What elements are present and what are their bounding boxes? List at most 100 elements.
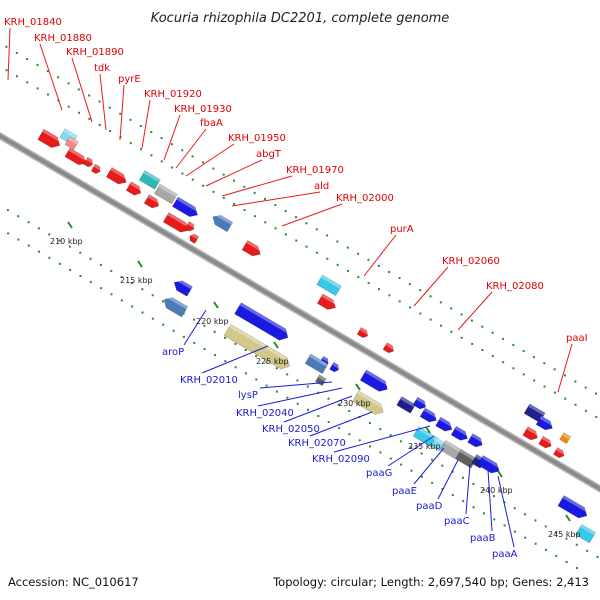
guide-dot bbox=[274, 227, 277, 230]
gene-arrow bbox=[171, 196, 201, 217]
guide-dot bbox=[326, 257, 329, 260]
guide-dot bbox=[451, 494, 454, 497]
guide-dot bbox=[419, 312, 422, 315]
guide-dot bbox=[69, 268, 72, 271]
guide-dot bbox=[27, 221, 30, 224]
genome-summary-text: Topology: circular; Length: 2,697,540 bp… bbox=[272, 575, 589, 589]
gene-label-top: KRH_01880 bbox=[34, 33, 92, 44]
gene-highlight bbox=[187, 221, 196, 229]
gene-highlight bbox=[239, 302, 292, 335]
guide-dot bbox=[79, 251, 82, 254]
gene-highlight bbox=[165, 294, 188, 310]
guide-dot bbox=[151, 294, 154, 297]
guide-dot bbox=[193, 341, 196, 344]
gene-shape bbox=[163, 297, 189, 318]
guide-dot bbox=[307, 408, 310, 411]
guide-dot bbox=[574, 380, 577, 383]
gene-highlight bbox=[357, 390, 387, 410]
scale-tick-label: 245 kbp bbox=[548, 530, 581, 539]
guide-dot bbox=[37, 227, 40, 230]
guide-dot bbox=[203, 348, 206, 351]
gene-highlight bbox=[309, 354, 328, 367]
gene-arrow bbox=[37, 128, 63, 148]
guide-dot bbox=[253, 215, 256, 218]
guide-dot bbox=[409, 306, 412, 309]
guide-dot bbox=[429, 318, 432, 321]
gene-label-bottom: lysP bbox=[238, 390, 258, 401]
guide-dot bbox=[346, 246, 349, 249]
gene-highlight bbox=[332, 362, 341, 369]
label-leader-line bbox=[201, 345, 269, 374]
label-leader-line bbox=[7, 27, 11, 81]
label-leader-line bbox=[309, 411, 373, 437]
guide-dot bbox=[89, 257, 92, 260]
label-leader-line bbox=[333, 425, 431, 453]
gene-shape bbox=[171, 196, 198, 217]
gene-arrow bbox=[234, 302, 292, 341]
gene-label-top: KRH_01840 bbox=[4, 17, 62, 28]
guide-dot bbox=[286, 373, 289, 376]
genome-backbone bbox=[0, 131, 600, 493]
gene-shape bbox=[241, 239, 261, 257]
guide-dot bbox=[408, 283, 411, 286]
gene-arrow bbox=[359, 369, 391, 392]
guide-dot bbox=[534, 519, 537, 522]
guide-dot bbox=[522, 373, 525, 376]
guide-dot bbox=[441, 464, 444, 467]
gene-arrow bbox=[455, 449, 478, 469]
guide-dot bbox=[470, 319, 473, 322]
gene-arrow bbox=[125, 181, 144, 196]
guide-dot bbox=[553, 391, 556, 394]
guide-dot bbox=[15, 75, 18, 78]
guide-dot bbox=[400, 463, 403, 466]
guide-dot bbox=[420, 452, 423, 455]
guide-dot bbox=[472, 506, 475, 509]
guide-dot bbox=[522, 350, 525, 353]
gene-label-top: KRH_02060 bbox=[442, 256, 500, 267]
guide-dot bbox=[369, 445, 372, 448]
guide-dot bbox=[450, 307, 453, 310]
guide-dot bbox=[264, 221, 267, 224]
label-leader-line bbox=[413, 447, 445, 485]
gene-arrow bbox=[138, 170, 161, 190]
guide-dot bbox=[462, 500, 465, 503]
gene-arrow bbox=[163, 294, 189, 318]
guide-dot bbox=[460, 313, 463, 316]
guide-dot bbox=[244, 372, 247, 375]
gene-shape bbox=[316, 293, 336, 310]
guide-dot bbox=[48, 256, 51, 259]
gene-highlight bbox=[528, 403, 546, 416]
guide-dot bbox=[389, 457, 392, 460]
label-leader-line bbox=[283, 395, 353, 423]
scale-tick-mark bbox=[497, 470, 503, 478]
gene-label-bottom: KRH_02090 bbox=[312, 454, 370, 465]
guide-dot bbox=[543, 385, 546, 388]
gene-label-top: ald bbox=[314, 181, 329, 192]
gene-shape bbox=[154, 183, 178, 205]
guide-dot bbox=[58, 239, 61, 242]
gene-shape bbox=[412, 426, 439, 448]
guide-dot bbox=[119, 112, 122, 115]
guide-dot bbox=[419, 289, 422, 292]
guide-dot bbox=[110, 269, 113, 272]
guide-dot bbox=[78, 111, 81, 114]
guide-dot bbox=[377, 264, 380, 267]
guide-dot bbox=[575, 543, 578, 546]
gene-shape bbox=[234, 302, 289, 341]
gene-shape bbox=[329, 361, 339, 373]
guide-dot bbox=[336, 240, 339, 243]
guide-dot bbox=[439, 301, 442, 304]
scale-tick-label: 240 kbp bbox=[480, 486, 513, 495]
gene-label-bottom: paaA bbox=[492, 549, 518, 560]
guide-dot bbox=[36, 64, 39, 67]
gene-label-top: KRH_01890 bbox=[66, 47, 124, 58]
guide-dot bbox=[420, 475, 423, 478]
guide-dot bbox=[48, 233, 51, 236]
guide-dot bbox=[512, 367, 515, 370]
gene-label-top: KRH_01950 bbox=[228, 133, 286, 144]
guide-dot bbox=[346, 269, 349, 272]
scale-tick-label: 230 kbp bbox=[338, 399, 371, 408]
guide-dot bbox=[253, 191, 256, 194]
gene-arrow bbox=[522, 426, 540, 441]
guide-dot bbox=[451, 470, 454, 473]
